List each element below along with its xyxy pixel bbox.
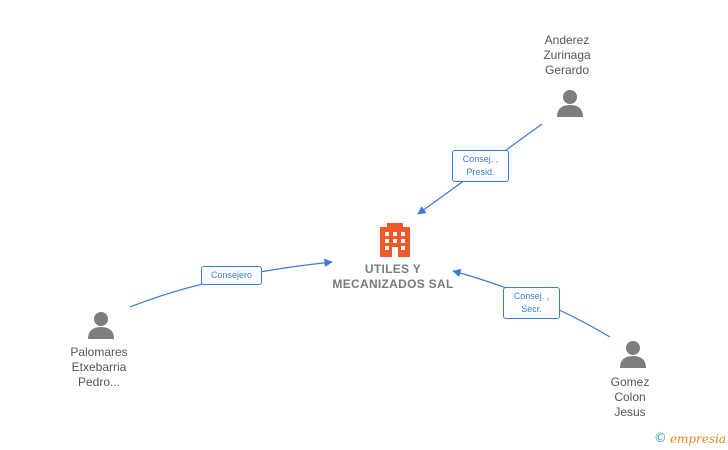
person-name-line2: Colon (614, 390, 646, 404)
person-label-palomares[interactable]: Palomares Etxebarria Pedro... (39, 345, 159, 390)
person-name-line1: Anderez (544, 33, 590, 47)
role-line1: Consej. , (513, 291, 550, 301)
person-label-gomez[interactable]: Gomez Colon Jesus (570, 375, 690, 420)
company-name[interactable]: UTILES Y MECANIZADOS SAL (313, 262, 473, 292)
role-line2: Secr. (521, 304, 542, 314)
person-name-line1: Gomez (610, 375, 650, 389)
person-icon[interactable] (88, 312, 114, 339)
brand-watermark: © empresia (654, 431, 726, 446)
role-line1: Consejero (210, 270, 253, 280)
company-name-line2: MECANIZADOS SAL (332, 277, 454, 291)
person-name-line2: Etxebarria (71, 360, 127, 374)
copyright-icon: © (653, 431, 667, 446)
building-icon[interactable] (380, 223, 410, 257)
person-name-line3: Gerardo (544, 63, 590, 77)
person-icon[interactable] (557, 90, 583, 117)
person-name-line2: Zurinaga (543, 48, 591, 62)
person-label-anderez[interactable]: Anderez Zurinaga Gerardo (507, 33, 627, 78)
role-line2: Presid. (466, 167, 495, 177)
person-icon[interactable] (620, 341, 646, 368)
role-badge-gomez: Consej. , Secr. (503, 287, 560, 319)
brand-name: empresia (669, 431, 726, 446)
role-line1: Consej. , (462, 154, 499, 164)
company-name-line1: UTILES Y (364, 262, 422, 276)
person-name-line3: Jesus (614, 405, 646, 419)
person-name-line1: Palomares (70, 345, 128, 359)
person-name-line3: Pedro... (77, 375, 121, 389)
role-badge-anderez: Consej. , Presid. (452, 150, 509, 182)
role-badge-palomares: Consejero (201, 266, 262, 285)
